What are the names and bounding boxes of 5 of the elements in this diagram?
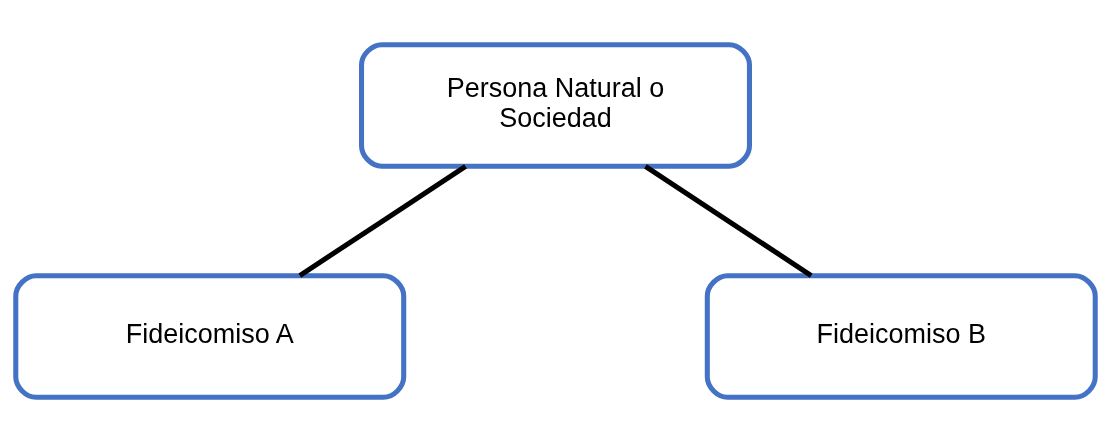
node-box: Persona Natural o Sociedad [359, 42, 752, 169]
node-box: Fideicomiso B [704, 273, 1098, 400]
node-box: Fideicomiso A [13, 273, 407, 400]
connector [644, 164, 813, 278]
connector [298, 164, 467, 278]
